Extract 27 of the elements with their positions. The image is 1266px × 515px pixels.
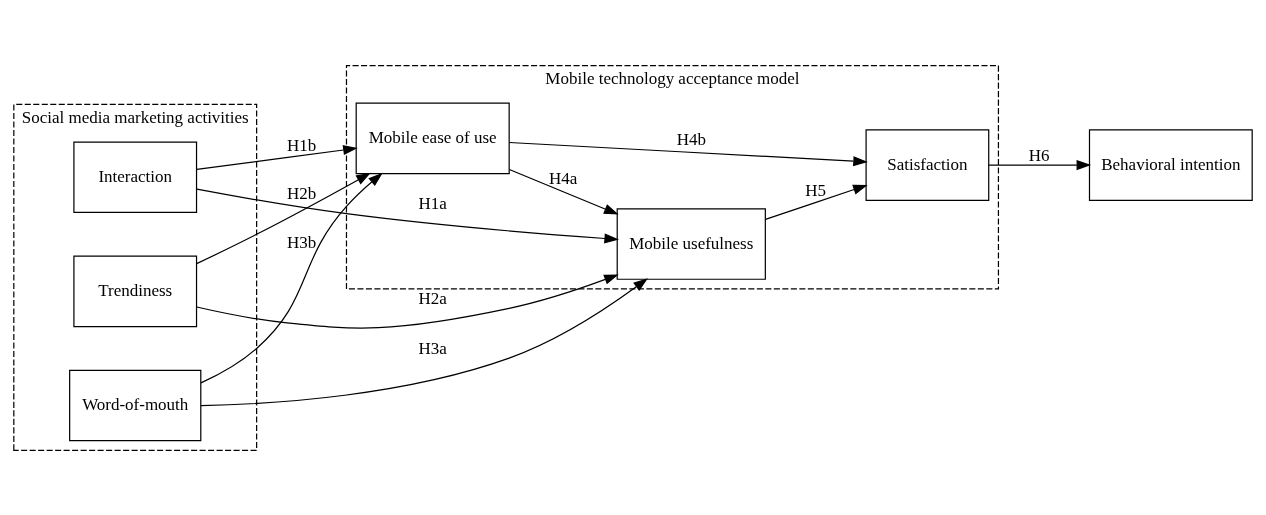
edge-label: H3a <box>418 338 447 358</box>
node-box: Word-of-mouth <box>69 369 202 441</box>
edge-label: H2a <box>418 288 447 308</box>
arrow <box>508 168 619 215</box>
node-box: Satisfaction <box>865 128 990 201</box>
arrow <box>200 277 648 406</box>
arrow <box>988 159 1092 170</box>
edge-label: H1a <box>418 193 447 213</box>
node-box: Behavioral intention <box>1088 128 1253 201</box>
edge-label: H3b <box>286 232 317 252</box>
edge-label: H2b <box>286 183 317 203</box>
node-box: Trendiness <box>73 255 198 327</box>
arrow <box>196 188 619 244</box>
edge-label: H5 <box>805 180 827 200</box>
arrow <box>764 184 868 220</box>
node-box: Interaction <box>73 140 198 213</box>
edge-label: H4a <box>549 168 578 188</box>
node-box: Mobile ease of use <box>355 102 510 174</box>
arrow <box>196 172 371 264</box>
arrow <box>508 141 868 166</box>
node-box: Mobile usefulness <box>616 207 766 280</box>
arrow <box>196 273 619 329</box>
edge-label: H6 <box>1028 145 1050 165</box>
arrow <box>196 144 358 170</box>
arrow <box>200 172 383 383</box>
edge-label: H4b <box>676 129 706 149</box>
edge-label: H1b <box>286 135 317 155</box>
